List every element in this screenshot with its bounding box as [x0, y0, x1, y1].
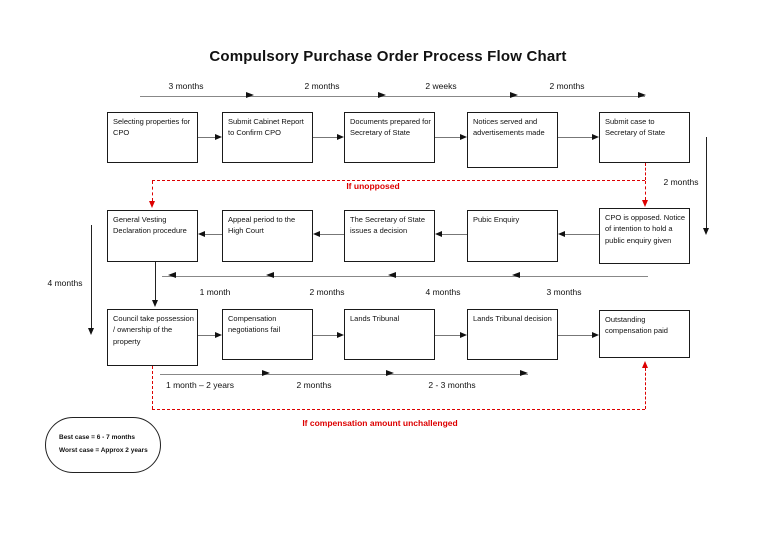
duration-label: 2 months [296, 380, 332, 390]
box-documents-prepared: Documents prepared for Secretary of Stat… [344, 112, 435, 163]
box-appeal-period: Appeal period to the High Court [222, 210, 313, 262]
red-dashed-line [645, 181, 646, 200]
arrowhead-right-icon [638, 92, 646, 98]
duration-label: 2 months [309, 287, 345, 297]
duration-label: 3 months [168, 81, 204, 91]
flow-arrow-down [152, 262, 158, 307]
left-duration-arrow [88, 225, 94, 335]
flow-arrow-right [313, 332, 344, 338]
red-arrowhead-down-icon [149, 201, 155, 208]
box-secretary-decision: The Secretary of State issues a decision [344, 210, 435, 262]
box-submit-case: Submit case to Secretary of State [599, 112, 690, 163]
arrowhead-right-icon [262, 370, 270, 376]
page-title: Compulsory Purchase Order Process Flow C… [209, 48, 567, 65]
if-compensation-label: If compensation amount unchallenged [302, 418, 458, 428]
bottom-timeline-line [160, 374, 528, 375]
red-arrowhead-down-icon [642, 200, 648, 207]
box-general-vesting: General Vesting Declaration procedure [107, 210, 198, 262]
arrowhead-right-icon [378, 92, 386, 98]
box-notices-served: Notices served and advertisements made [467, 112, 558, 168]
flow-arrow-right [313, 134, 344, 140]
box-selecting-properties: Selecting properties for CPO [107, 112, 198, 163]
red-arrowhead-up-icon [642, 361, 648, 368]
worst-case-text: Worst case = Approx 2 years [59, 447, 148, 454]
mid-timeline-line [162, 276, 648, 277]
red-dashed-line [645, 368, 646, 409]
red-dashed-line [645, 163, 646, 180]
red-dashed-line [152, 366, 153, 409]
top-timeline-line [140, 96, 645, 97]
box-council-possession: Council take possession / ownership of t… [107, 309, 198, 366]
duration-label: 3 months [546, 287, 582, 297]
flow-arrow-right [558, 134, 599, 140]
arrowhead-left-icon [388, 272, 396, 278]
duration-label: 2 months [663, 177, 699, 187]
flow-arrow-right [558, 332, 599, 338]
duration-label: 1 month [199, 287, 231, 297]
flow-arrow-left [435, 231, 467, 237]
red-dashed-line [152, 180, 645, 181]
arrowhead-left-icon [512, 272, 520, 278]
red-dashed-line [152, 181, 153, 201]
box-compensation-negotiations-fail: Compensation negotiations fail [222, 309, 313, 360]
duration-label: 2 weeks [425, 81, 457, 91]
flow-arrow-right [435, 332, 467, 338]
best-case-text: Best case = 6 - 7 months [59, 434, 136, 442]
duration-label: 2 months [304, 81, 340, 91]
box-outstanding-compensation: Outstanding compensation paid [599, 310, 690, 358]
arrowhead-right-icon [246, 92, 254, 98]
flow-arrow-left [198, 231, 222, 237]
box-submit-cabinet-report: Submit Cabinet Report to Confirm CPO [222, 112, 313, 163]
right-duration-arrow [703, 137, 709, 235]
box-lands-tribunal: Lands Tribunal [344, 309, 435, 360]
duration-label: 1 month – 2 years [165, 380, 235, 390]
flow-arrow-right [198, 134, 222, 140]
flow-arrow-right [198, 332, 222, 338]
box-public-enquiry: Pubic Enquiry [467, 210, 558, 262]
flow-arrow-left [558, 231, 599, 237]
duration-label: 4 months [425, 287, 461, 297]
red-dashed-line [152, 409, 645, 410]
arrowhead-left-icon [168, 272, 176, 278]
box-lands-tribunal-decision: Lands Tribunal decision [467, 309, 558, 360]
duration-label: 2 months [549, 81, 585, 91]
box-cpo-opposed: CPO is opposed. Notice of intention to h… [599, 208, 690, 264]
flow-arrow-left [313, 231, 344, 237]
flow-arrow-right [435, 134, 467, 140]
summary-bubble: Best case = 6 - 7 months Worst case = Ap… [45, 417, 161, 473]
arrowhead-right-icon [386, 370, 394, 376]
if-unopposed-label: If unopposed [346, 181, 400, 191]
duration-label: 4 months [47, 278, 83, 288]
arrowhead-right-icon [510, 92, 518, 98]
arrowhead-right-icon [520, 370, 528, 376]
duration-label: 2 - 3 months [428, 380, 476, 390]
arrowhead-left-icon [266, 272, 274, 278]
